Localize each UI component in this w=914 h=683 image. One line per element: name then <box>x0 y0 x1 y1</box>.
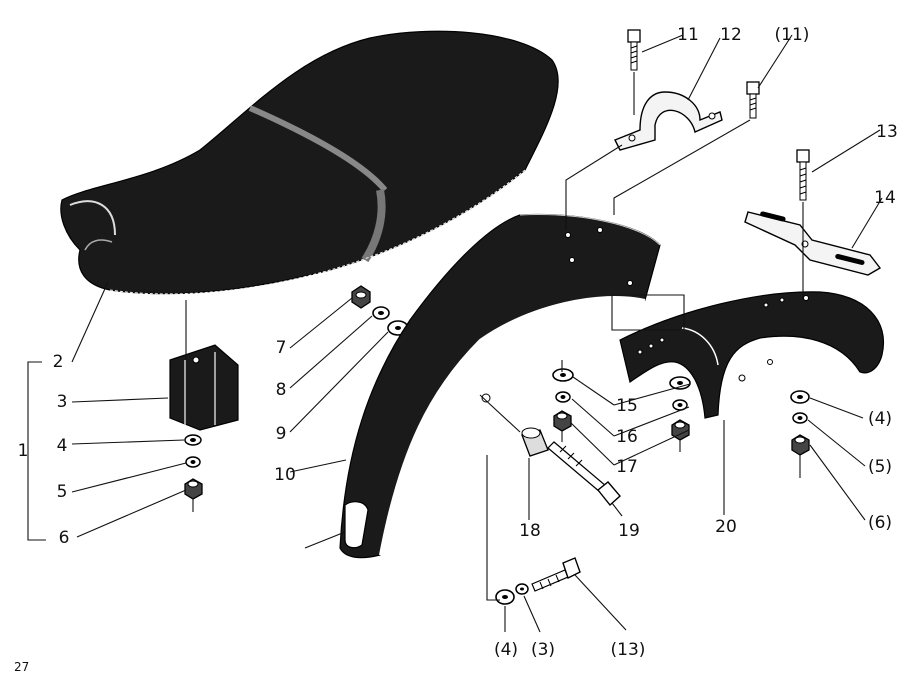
bolt-11b-icon <box>746 81 760 119</box>
callout-16: 16 <box>616 427 638 447</box>
bolt-11-icon <box>627 29 641 71</box>
spacer-18-icon <box>521 427 549 457</box>
callout-15: 15 <box>616 396 638 416</box>
callout-12: 12 <box>720 25 742 45</box>
hardware-washer-5b-icon <box>792 412 808 424</box>
hardware-nut-17b-icon <box>671 419 690 441</box>
hardware-washer-4-icon <box>184 434 202 446</box>
callout-9: 9 <box>275 424 287 444</box>
front-fender-icon <box>619 291 884 419</box>
callout-11: 11 <box>677 25 699 45</box>
callout-2: 2 <box>52 352 64 372</box>
leader-lines <box>27 34 883 633</box>
hardware-washer-8-icon <box>372 306 390 320</box>
callout-11b: (11) <box>774 25 810 45</box>
hardware-washer-15-icon <box>552 368 574 382</box>
callout-6b: (6) <box>867 513 893 533</box>
fender-stay-icon <box>744 211 882 276</box>
callout-20: 20 <box>715 517 737 537</box>
hardware-nut-7-icon <box>351 285 371 309</box>
callout-18: 18 <box>519 521 541 541</box>
callout-6: 6 <box>58 528 70 548</box>
hardware-nut-6b-icon <box>791 434 810 456</box>
callout-10: 10 <box>274 465 296 485</box>
bolt-13b-icon <box>531 557 581 592</box>
hardware-washer-16b-icon <box>672 399 688 411</box>
callout-8: 8 <box>275 380 287 400</box>
page-number: 27 <box>14 660 30 674</box>
hardware-washer-4c-icon <box>495 589 515 605</box>
hardware-washer-15b-icon <box>669 376 691 390</box>
hardware-washer-5-icon <box>185 456 201 468</box>
callout-4: 4 <box>56 436 68 456</box>
callout-3b: (3) <box>530 640 556 660</box>
rear-fender-icon <box>339 213 661 559</box>
callout-13: 13 <box>876 122 898 142</box>
callout-4b: (4) <box>867 409 893 429</box>
callout-5: 5 <box>56 482 68 502</box>
hardware-washer-4b-icon <box>790 390 810 404</box>
callout-13b: (13) <box>610 640 646 660</box>
hardware-nut-6-icon <box>184 478 203 500</box>
bolt-19-icon <box>547 441 621 507</box>
callout-19: 19 <box>618 521 640 541</box>
seat-bracket-icon <box>169 344 239 431</box>
callout-1: 1 <box>17 441 29 461</box>
callout-3: 3 <box>56 392 68 412</box>
callout-17: 17 <box>616 457 638 477</box>
bolt-13-icon <box>796 149 810 201</box>
callout-7: 7 <box>275 338 287 358</box>
callout-5b: (5) <box>867 457 893 477</box>
seat-icon <box>60 30 559 295</box>
hardware-washer-16-icon <box>555 391 571 403</box>
hardware-washer-3b-icon <box>515 583 529 595</box>
clamp-icon <box>614 91 723 151</box>
callout-14: 14 <box>874 188 896 208</box>
callout-4c: (4) <box>493 640 519 660</box>
hardware-nut-17-icon <box>553 410 572 432</box>
